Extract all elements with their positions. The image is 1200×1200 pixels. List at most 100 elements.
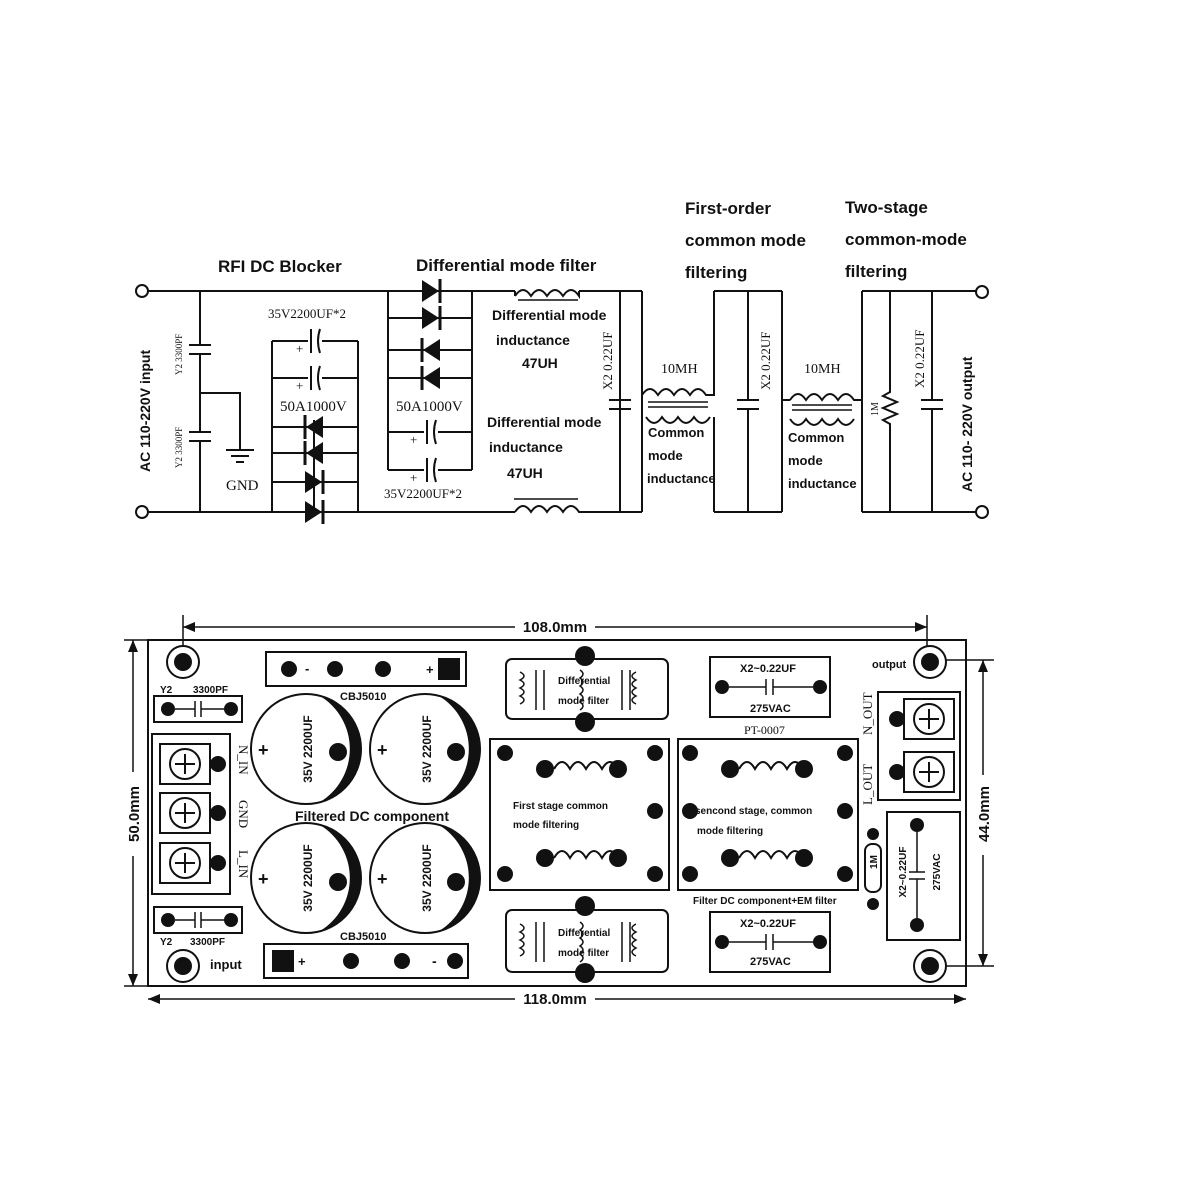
- dmi-top-label-3: 47UH: [522, 355, 558, 371]
- svg-text:35V 2200UF: 35V 2200UF: [420, 715, 434, 782]
- two-stage-heading-2: common-mode: [845, 230, 967, 249]
- l-out-label: L_OUT: [860, 764, 875, 805]
- x2-a-label: X2 0.22UF: [600, 331, 615, 390]
- n-out-label: N_OUT: [860, 692, 875, 735]
- svg-text:+: +: [377, 740, 388, 760]
- diff-filter-top-label-1: Differential: [558, 676, 610, 687]
- input-terminal-bottom: [135, 505, 149, 519]
- y2-bottom-value: 3300PF: [190, 937, 225, 948]
- l-in-label: L_IN: [236, 850, 251, 879]
- filtered-dc-label: Filtered DC component: [295, 808, 449, 824]
- output-terminal-top: [975, 285, 989, 299]
- dmi-bottom-label-1: Differential mode: [487, 414, 602, 430]
- dmi-bottom-label-3: 47UH: [507, 465, 543, 481]
- schematic: RFI DC Blocker Differential mode filter …: [135, 198, 989, 526]
- bridge-top-minus: -: [305, 661, 309, 676]
- res-label: 1M: [870, 402, 881, 416]
- cm1-label-3: inductance: [647, 471, 716, 486]
- first-stage-cm-block: First stage common mode filtering: [489, 738, 670, 891]
- y2-top-label: Y2 3300PF: [174, 334, 184, 375]
- dmi-bottom-label-2: inductance: [489, 439, 563, 455]
- svg-text:+: +: [258, 869, 269, 889]
- x2-side-voltage: 275VAC: [932, 853, 943, 890]
- svg-text:+: +: [296, 341, 303, 356]
- bridge-top: [265, 651, 467, 687]
- svg-text:1M: 1M: [869, 855, 880, 869]
- y2-top-value: 3300PF: [193, 685, 228, 696]
- mount-hole-tl: [166, 645, 200, 679]
- bridge2-label: 50A1000V: [396, 399, 463, 415]
- bridge-bottom-plus: +: [298, 954, 306, 969]
- cm2-label-2: mode: [788, 453, 823, 468]
- x2-top-voltage: 275VAC: [750, 703, 791, 715]
- mount-hole-tr: [913, 645, 947, 679]
- y2-bottom-label: Y2: [160, 937, 173, 948]
- two-stage-heading-3: filtering: [845, 262, 907, 281]
- output-terminal-bottom: [975, 505, 989, 519]
- cm1-label-1: Common: [648, 425, 704, 440]
- bridge-bottom: [263, 943, 469, 979]
- x2-cap-bottom: X2~0.22UF 275VAC: [709, 911, 831, 973]
- x2-side-label: X2~0.22UF: [898, 847, 909, 898]
- svg-text:35V 2200UF: 35V 2200UF: [420, 844, 434, 911]
- n-in-label: N_IN: [236, 745, 251, 775]
- dim-top: 108.0mm: [523, 619, 587, 636]
- mount-hole-bl: [166, 949, 200, 983]
- cap-3: 35V 2200UF +: [250, 822, 362, 934]
- dmi-top-label-2: inductance: [496, 332, 570, 348]
- filter-dc-em-label: Filter DC component+EM filter: [693, 896, 837, 907]
- cap-top-label: 35V2200UF*2: [268, 306, 346, 321]
- diff-filter-top-label-2: mode filter: [558, 696, 609, 707]
- bridge-bottom-minus: -: [432, 953, 437, 969]
- svg-text:+: +: [377, 869, 388, 889]
- x2-cap-top: X2~0.22UF 275VAC: [709, 656, 831, 718]
- input-label: input: [210, 957, 242, 972]
- resistor-1m: 1M: [864, 828, 882, 910]
- cap-1: 35V 2200UF +: [250, 693, 362, 805]
- cm1-label-2: mode: [648, 448, 683, 463]
- second-stage-label-2: mode filtering: [697, 826, 763, 837]
- cap-4: 35V 2200UF +: [369, 822, 481, 934]
- diff-filter-bottom-label-2: mode filter: [558, 948, 609, 959]
- dim-left: 50.0mm: [126, 786, 143, 842]
- first-order-heading-2: common mode: [685, 231, 806, 250]
- first-order-heading-1: First-order: [685, 199, 771, 218]
- x2-top-label: X2~0.22UF: [740, 663, 796, 675]
- bridge1-label: 50A1000V: [280, 399, 347, 415]
- dmi-top-label-1: Differential mode: [492, 307, 607, 323]
- two-stage-heading-1: Two-stage: [845, 198, 928, 217]
- svg-text:+: +: [410, 470, 417, 485]
- svg-text:+: +: [258, 740, 269, 760]
- second-stage-cm-block: sencond stage, common mode filtering: [677, 738, 859, 891]
- bridge-top-label: CBJ5010: [340, 691, 386, 703]
- second-stage-label-1: sencond stage, common: [695, 806, 812, 817]
- diff-filter-bottom-label-1: Differential: [558, 928, 610, 939]
- svg-text:35V 2200UF: 35V 2200UF: [301, 715, 315, 782]
- svg-text:+: +: [296, 378, 303, 393]
- mount-hole-br: [913, 949, 947, 983]
- x2-b-label: X2 0.22UF: [758, 331, 773, 390]
- svg-text:35V 2200UF: 35V 2200UF: [301, 844, 315, 911]
- input-terminal-top: [135, 284, 149, 298]
- output-label: output: [872, 659, 907, 671]
- cap-bottom-label: 35V2200UF*2: [384, 486, 462, 501]
- first-order-heading-3: filtering: [685, 263, 747, 282]
- diff-heading: Differential mode filter: [416, 256, 597, 275]
- x2-bottom-label: X2~0.22UF: [740, 918, 796, 930]
- bridge-bottom-label: CBJ5010: [340, 931, 386, 943]
- pt-label: PT-0007: [744, 723, 785, 737]
- diff-filter-top: Differential mode filter: [505, 646, 669, 732]
- bridge-top-plus: +: [426, 662, 434, 677]
- cm2-label-3: inductance: [788, 476, 857, 491]
- svg-text:+: +: [410, 432, 417, 447]
- cap-2: 35V 2200UF +: [369, 693, 481, 805]
- cm2-value: 10MH: [804, 362, 841, 377]
- first-stage-label-2: mode filtering: [513, 820, 579, 831]
- input-label: AC 110-220V input: [137, 350, 153, 472]
- pcb-board: 108.0mm 118.0mm 50.0mm 44.0mm output inp…: [124, 615, 994, 1008]
- x2-c-label: X2 0.22UF: [912, 329, 927, 388]
- cm1-value: 10MH: [661, 362, 698, 377]
- diff-filter-bottom: Differential mode filter: [505, 896, 669, 983]
- x2-cap-side: X2~0.22UF 275VAC: [886, 811, 961, 941]
